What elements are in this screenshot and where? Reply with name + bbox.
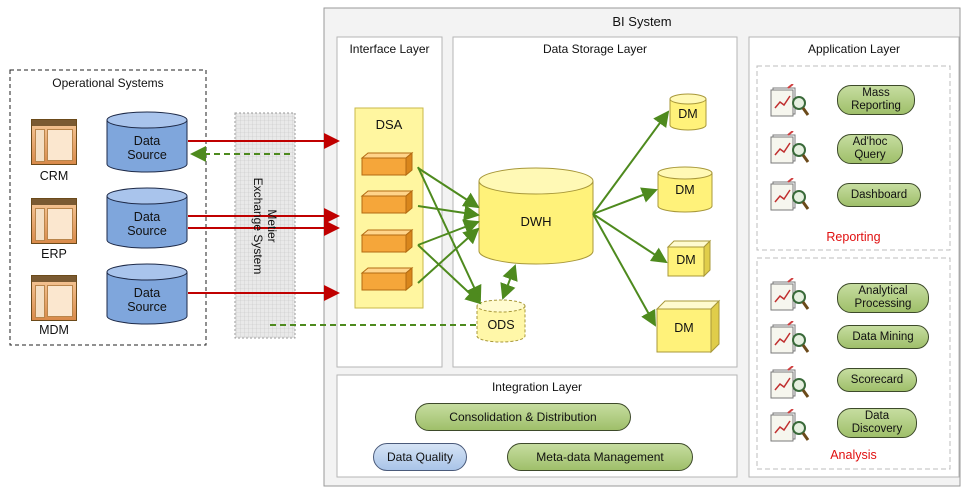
data-source-cylinders [106,111,188,325]
mdm-app-window-icon [31,275,77,321]
interface-layer-title: Interface Layer [349,42,430,56]
bi-system-title: BI System [612,14,672,29]
dm-label-3: DM [676,253,696,267]
dm-cubes [655,239,721,354]
scorecard-pill: Scorecard [837,368,917,392]
dm-label-4: DM [674,321,694,335]
analysis-title: Analysis [830,448,877,462]
ods-cylinder [476,299,526,343]
data-mining-pill: Data Mining [837,325,929,349]
report-chart-icon [770,366,810,399]
mdm-data-source-label: Data Source [127,286,167,314]
operational-systems-title: Operational Systems [52,76,164,90]
consolidation-distribution-pill: Consolidation & Distribution [415,403,631,431]
erp-label: ERP [41,247,67,261]
adhoc-query-pill: Ad'hoc Query [837,134,903,164]
report-chart-icon [770,84,810,117]
data-discovery-pill: Data Discovery [837,408,917,438]
integration-layer-title: Integration Layer [491,380,583,394]
erp-data-source-label: Data Source [127,210,167,238]
dwh-ods-link [500,264,518,300]
dwh-cylinder [478,167,594,265]
reporting-title: Reporting [826,230,881,244]
mdm-label: MDM [39,323,69,337]
application-layer-title: Application Layer [807,42,901,56]
dwh-label: DWH [520,214,552,229]
ods-label: ODS [487,318,515,332]
data-storage-layer-title: Data Storage Layer [542,42,648,56]
crm-label: CRM [39,169,69,183]
crm-app-window-icon [31,119,77,165]
dm-cylinders [657,93,713,213]
analytical-processing-pill: Analytical Processing [837,283,929,313]
report-chart-icon [770,321,810,354]
source-to-dsa-arrows [188,133,340,301]
dsa-to-dwh-arrows [417,166,482,305]
dsa-label: DSA [375,117,403,132]
staging-cubes [360,151,414,292]
dwh-to-dm-arrows [592,110,670,327]
report-chart-icon [770,278,810,311]
dm-label-2: DM [675,183,695,197]
exchange-system-block [234,112,296,339]
report-chart-icon [770,131,810,164]
analysis-frame [756,257,951,470]
report-chart-icon [770,178,810,211]
reporting-frame [756,65,951,251]
mass-reporting-pill: Mass Reporting [837,85,915,115]
data-quality-pill: Data Quality [373,443,467,471]
operational-systems-frame [9,69,207,346]
report-chart-icon [770,409,810,442]
erp-app-window-icon [31,198,77,244]
dm-label-1: DM [678,107,698,121]
dashboard-pill: Dashboard [837,183,921,207]
exchange-system-label: Metier Exchange System [251,177,279,275]
metadata-management-pill: Meta-data Management [507,443,693,471]
crm-data-source-label: Data Source [127,134,167,162]
